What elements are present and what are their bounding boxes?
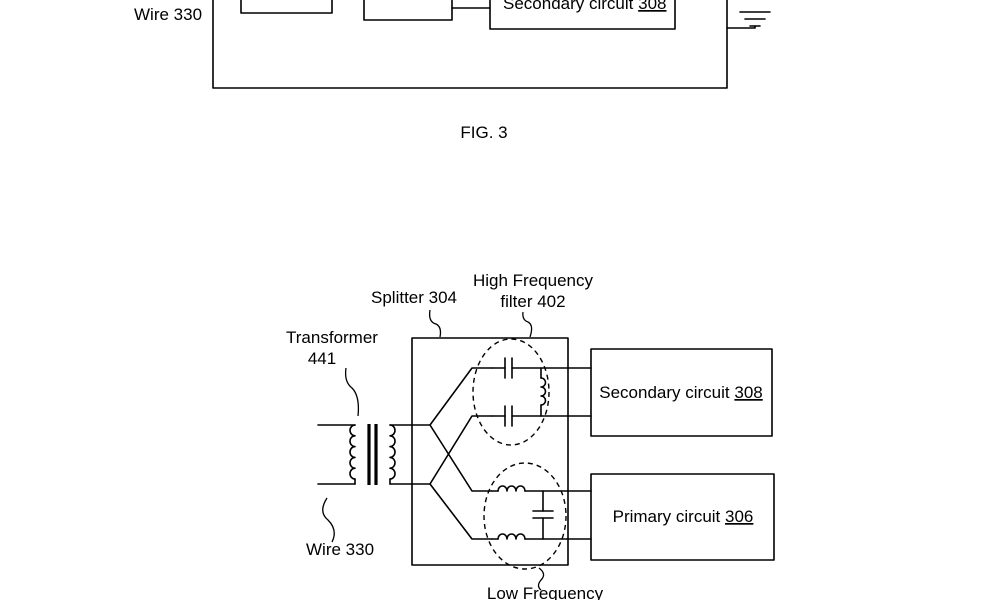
hf-filter-label-line2: filter 402 — [500, 292, 565, 311]
fig4-wire-label: Wire 330 — [306, 540, 374, 559]
transformer-leader-line — [344, 367, 360, 417]
inductor-icon — [491, 485, 592, 492]
transformer-label-line2: 441 — [308, 349, 336, 368]
lf-filter-leader-line — [537, 567, 545, 591]
high-frequency-filter — [472, 338, 592, 446]
primary-circuit-label: Primary circuit 306 — [613, 507, 754, 526]
fig3-wire-label: Wire 330 — [134, 5, 202, 24]
fig3-outer-wire-loop — [212, 0, 728, 89]
lf-filter-boundary — [483, 462, 567, 570]
hf-filter-label-line1: High Frequency — [473, 271, 594, 290]
secondary-circuit-label: Secondary circuit 308 — [599, 383, 763, 402]
fig3-caption: FIG. 3 — [460, 123, 507, 142]
capacitor-icon — [491, 405, 592, 427]
low-frequency-filter — [483, 462, 592, 570]
splitter-wiring — [429, 367, 493, 540]
capacitor-icon — [491, 357, 592, 379]
wire-leader-line — [322, 497, 335, 543]
transformer-label-line1: Transformer — [286, 328, 378, 347]
splitter-label: Splitter 304 — [371, 288, 457, 307]
hf-filter-leader-line — [522, 311, 533, 338]
fig3-left-box — [240, 0, 333, 14]
transformer-icon — [317, 424, 431, 485]
inductor-icon — [491, 533, 592, 540]
splitter-leader-line — [428, 309, 442, 338]
lf-filter-label-line1: Low Frequency — [487, 584, 604, 600]
inductor-icon — [540, 367, 547, 417]
fig3-middle-box — [363, 0, 453, 21]
capacitor-icon — [532, 490, 554, 540]
fig3-diagram: Secondary circuit 308 Wire 330 FIG. 3 — [134, 0, 771, 142]
fig4-diagram: High Frequency filter 402 Splitter 304 T… — [286, 271, 775, 600]
primary-circuit-box — [590, 473, 775, 561]
fig3-secondary-circuit-box — [489, 0, 676, 30]
fig3-secondary-circuit-label: Secondary circuit 308 — [503, 0, 667, 13]
ground-symbol-icon — [726, 11, 771, 29]
hf-filter-boundary — [472, 338, 550, 446]
secondary-circuit-box — [590, 348, 773, 437]
splitter-box — [411, 337, 569, 566]
